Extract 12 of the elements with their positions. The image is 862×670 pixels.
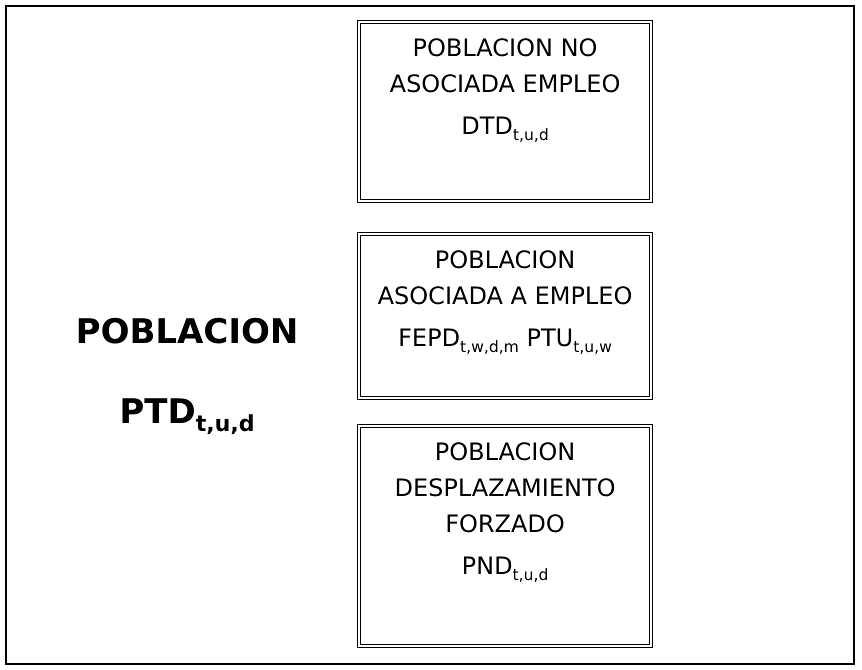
box-title: POBLACION DESPLAZAMIENTO FORZADO — [393, 437, 616, 540]
box-title: POBLACION NO ASOCIADA EMPLEO — [388, 33, 622, 100]
outer-frame — [5, 5, 855, 665]
formula: PTD$_{t,u,d}$ — [118, 392, 256, 437]
formula: DTD$_{t,u,d}$ — [461, 111, 549, 146]
double-border-box — [357, 424, 653, 648]
box-title: POBLACION ASOCIADA A EMPLEO — [376, 245, 634, 312]
double-border-box — [357, 232, 653, 400]
formula: FEPD$_{t,w,d,m}$ PTU$_{t,u,w}$ — [398, 323, 612, 358]
formula: PND$_{t,u,d}$ — [462, 551, 548, 586]
double-border-box — [357, 20, 653, 203]
heading: POBLACION — [74, 312, 300, 352]
